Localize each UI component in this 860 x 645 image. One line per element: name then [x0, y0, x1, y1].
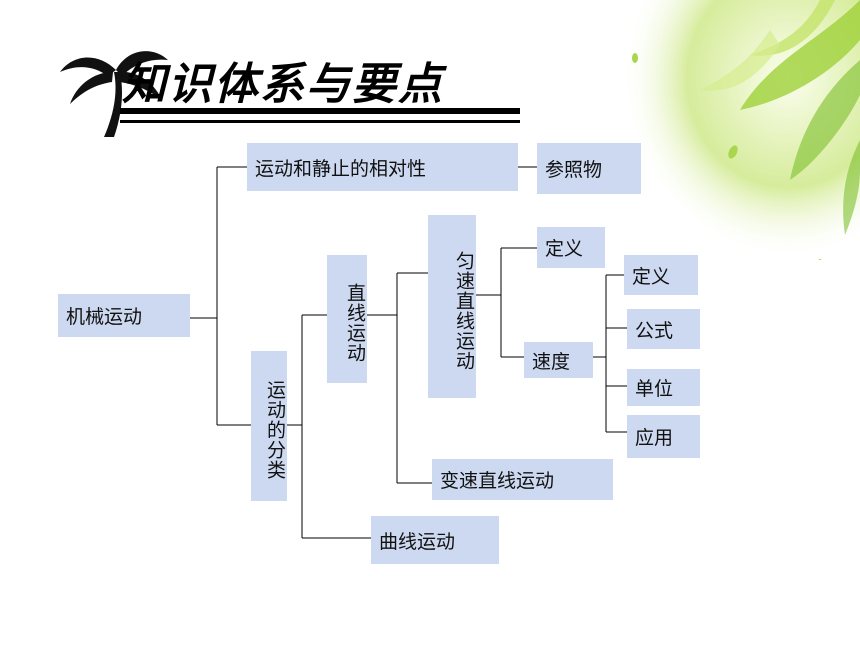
- node-mechanical-motion: 机械运动: [58, 294, 190, 337]
- node-linear-motion: 直线运动: [327, 255, 367, 383]
- node-application: 应用: [627, 415, 700, 458]
- palm-tree-icon: [60, 51, 168, 137]
- node-formula: 公式: [627, 309, 700, 349]
- node-reference-object: 参照物: [537, 143, 641, 194]
- node-variable-linear-motion: 变速直线运动: [432, 459, 613, 500]
- node-classification-of-motion: 运动的分类: [251, 351, 287, 501]
- node-definition-2: 定义: [624, 255, 698, 295]
- page-title-block: 知识体系与要点: [58, 42, 520, 142]
- node-uniform-linear-motion: 匀速直线运动: [428, 215, 476, 398]
- node-definition-1: 定义: [537, 227, 605, 268]
- leaf-decoration: [620, 0, 860, 260]
- node-relativity-motion-rest: 运动和静止的相对性: [247, 143, 518, 191]
- title-underline-thin: [120, 120, 520, 123]
- node-unit: 单位: [627, 369, 700, 406]
- title-underline: [120, 108, 520, 114]
- node-speed: 速度: [524, 342, 593, 378]
- page-title: 知识体系与要点: [122, 59, 444, 110]
- node-curvilinear-motion: 曲线运动: [371, 516, 499, 564]
